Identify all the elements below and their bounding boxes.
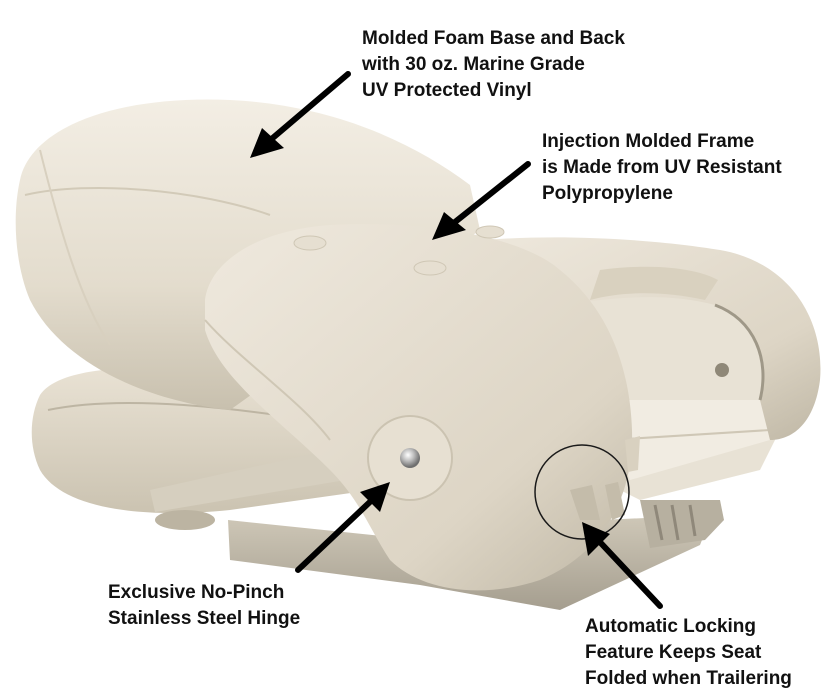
hinge-bolt-icon <box>400 448 420 468</box>
callout-line: Polypropylene <box>542 183 673 204</box>
callout-line: UV Protected Vinyl <box>362 80 532 101</box>
callout-line: Stainless Steel Hinge <box>108 608 301 629</box>
callout-hinge: Exclusive No-Pinch Stainless Steel Hinge <box>108 580 300 632</box>
arrow-frame <box>432 161 531 240</box>
callout-arrows <box>250 71 663 609</box>
callout-locking-feature: Automatic Locking Feature Keeps Seat Fol… <box>585 614 792 692</box>
callout-foam-base: Molded Foam Base and Back with 30 oz. Ma… <box>362 26 625 104</box>
frame-side-panel <box>204 224 633 591</box>
callout-line: Feature Keeps Seat <box>585 642 762 663</box>
arrow-foam <box>250 71 351 158</box>
stainless-hinge <box>367 415 453 501</box>
callout-line: with 30 oz. Marine Grade <box>362 54 585 75</box>
callout-molded-frame: Injection Molded Frame is Made from UV R… <box>542 129 782 207</box>
callout-line: Automatic Locking <box>585 616 757 637</box>
callout-line: is Made from UV Resistant <box>542 157 782 178</box>
locking-feature <box>534 436 640 540</box>
arrow-locking <box>582 522 663 609</box>
callout-line: Molded Foam Base and Back <box>362 28 625 49</box>
locking-highlight-circle <box>534 444 630 540</box>
callout-line: Exclusive No-Pinch <box>108 582 285 603</box>
callout-line: Folded when Trailering <box>585 668 792 689</box>
callout-line: Injection Molded Frame <box>542 131 755 152</box>
arrow-hinge <box>295 482 390 573</box>
